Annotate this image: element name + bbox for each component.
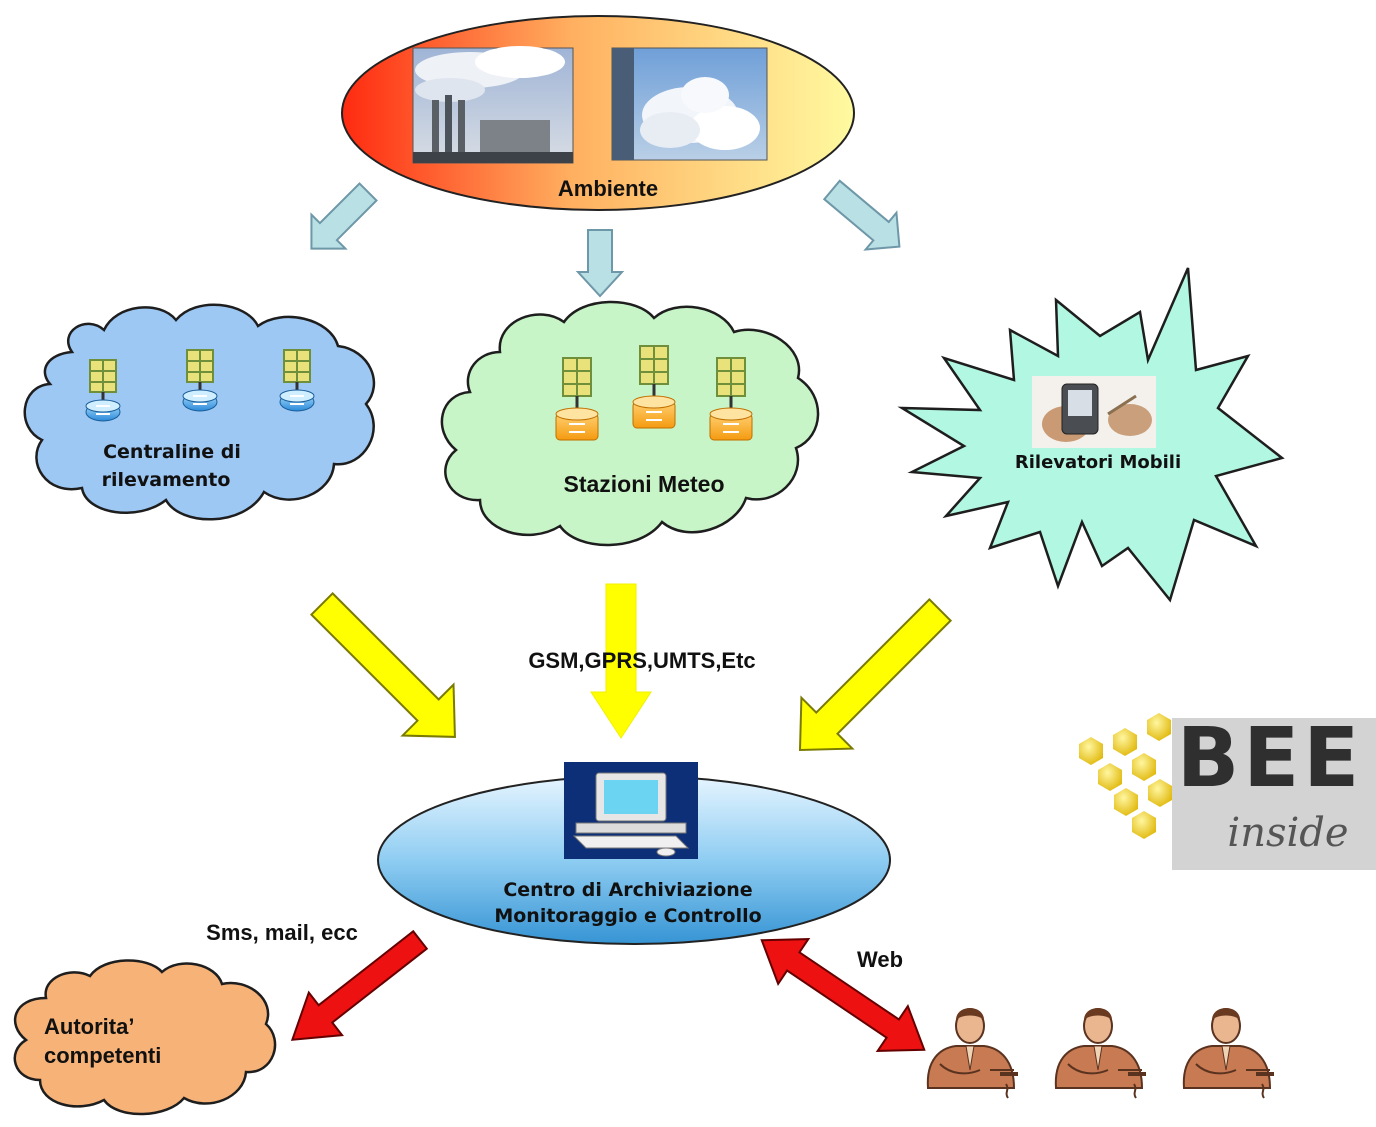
data-flow-arrows — [309, 583, 953, 752]
environment-arrows — [310, 179, 901, 298]
arrow-to-stazioni — [575, 229, 625, 298]
centraline-label-line1: Centraline di — [103, 441, 241, 463]
rilevatori-node: Rilevatori Mobili — [897, 267, 1285, 603]
pda-handheld-photo — [1032, 376, 1156, 448]
rilevatori-label: Rilevatori Mobili — [1015, 452, 1181, 473]
transport-label: GSM,GPRS,UMTS,Etc — [528, 648, 755, 673]
autorita-node: Autorita’ competenti — [13, 959, 277, 1116]
honeycomb-icon — [1079, 713, 1172, 839]
stazioni-node: Stazioni Meteo — [440, 300, 820, 547]
centraline-station-icon-2 — [181, 348, 219, 413]
centro-label-line1: Centro di Archiviazione — [503, 879, 752, 901]
autorita-label-line2: competenti — [44, 1043, 161, 1068]
arrow-rilevatori-to-centro — [798, 597, 953, 752]
arrow-stazioni-to-centro — [590, 583, 652, 739]
arrow-centraline-to-centro — [309, 591, 456, 738]
autorita-cloud — [13, 959, 277, 1116]
centro-label-line2: Monitoraggio e Controllo — [494, 905, 761, 927]
sky-clouds-photo — [611, 47, 768, 161]
arrow-centro-web-users — [760, 938, 926, 1052]
bee-logo-background — [1172, 718, 1376, 870]
autorita-label-line1: Autorita’ — [44, 1014, 134, 1039]
ambiente-label: Ambiente — [558, 176, 658, 201]
stazioni-label: Stazioni Meteo — [563, 471, 724, 497]
ambiente-node: Ambiente — [341, 15, 855, 211]
office-user-icon-1 — [926, 1007, 1019, 1099]
office-user-icon-3 — [1182, 1007, 1275, 1099]
output-arrows — [290, 929, 926, 1052]
desktop-computer-icon — [564, 762, 698, 859]
web-label: Web — [857, 947, 903, 972]
centraline-station-icon-3 — [278, 348, 316, 413]
office-user-icon-2 — [1054, 1007, 1147, 1099]
arrow-to-centraline — [310, 182, 378, 250]
arrow-to-rilevatori — [822, 179, 901, 251]
bee-logo-word: BEE — [1177, 711, 1364, 806]
web-users — [926, 1007, 1275, 1099]
centro-node: Centro di Archiviazione Monitoraggio e C… — [377, 762, 891, 945]
centraline-station-icon-1 — [84, 358, 122, 423]
centraline-node: Centraline di rilevamento — [23, 303, 376, 521]
arrow-centro-to-autorita — [290, 929, 429, 1041]
centraline-label-line2: rilevamento — [102, 469, 231, 491]
bee-logo-sub: inside — [1227, 810, 1348, 856]
stazioni-cloud — [440, 300, 820, 547]
bee-inside-logo: BEE inside — [1079, 711, 1376, 870]
alerts-label: Sms, mail, ecc — [206, 920, 358, 945]
factory-smoke-photo — [412, 46, 574, 164]
